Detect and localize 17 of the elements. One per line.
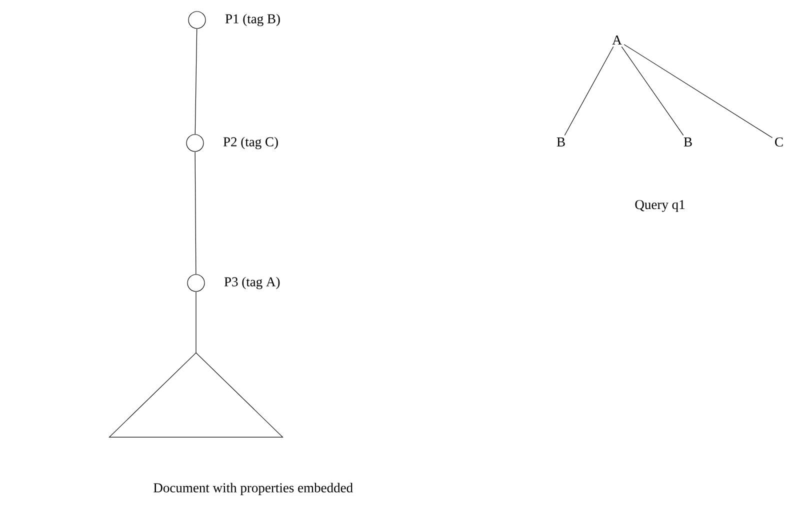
property-label: P1 (tag B): [225, 14, 280, 26]
tree-node-label: A: [612, 36, 622, 44]
connector-line: [194, 152, 196, 274]
property-label: P3 (tag A): [224, 276, 280, 290]
connector-line: [194, 28, 198, 134]
connector-line: [624, 44, 773, 138]
property-circle: [186, 134, 204, 152]
tree-node-label: B: [556, 138, 565, 146]
tree-node-label: B: [684, 138, 692, 146]
property-circle: [188, 11, 206, 29]
tree-node-label: C: [775, 137, 783, 147]
caption: Query q1: [635, 200, 684, 212]
caption: Document with properties embedded: [154, 482, 353, 496]
property-circle: [187, 274, 205, 292]
connector-line: [564, 46, 614, 136]
property-label: P2 (tag C): [223, 136, 278, 150]
connector-line: [621, 46, 684, 136]
